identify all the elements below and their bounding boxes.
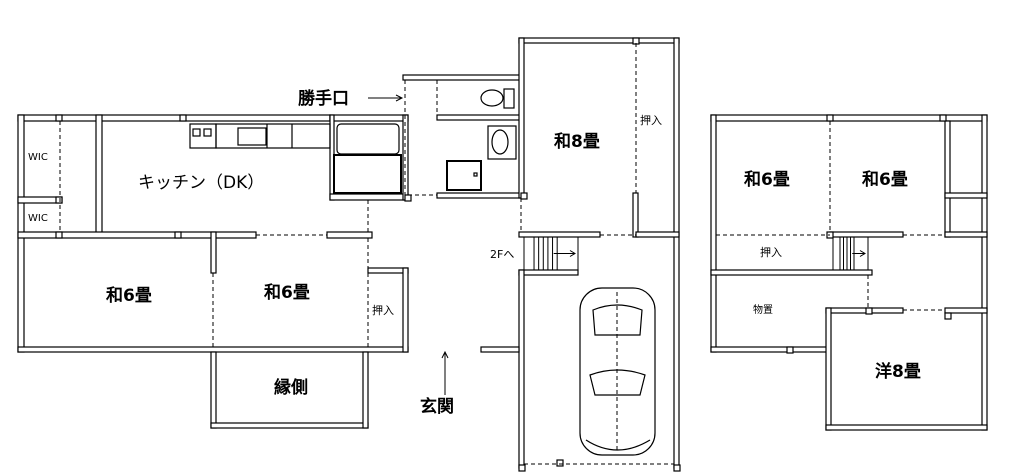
- dashed-openings: [59, 43, 945, 465]
- wall: [825, 424, 988, 431]
- wall: [518, 231, 601, 238]
- 2f-japanese-room-label-a: 和6畳: [744, 170, 790, 190]
- stair-arrow-head: [859, 250, 866, 257]
- back-door-label: 勝手口: [298, 88, 349, 109]
- wall: [210, 422, 369, 429]
- wall-post: [786, 346, 794, 354]
- kitchen-label: キッチン（DK）: [138, 173, 264, 193]
- wall: [673, 37, 680, 469]
- wall: [95, 114, 103, 238]
- washbasin-icon: [487, 125, 517, 160]
- wall: [480, 346, 520, 353]
- wall-post: [55, 231, 63, 239]
- wall: [710, 269, 873, 276]
- wall-post: [865, 307, 873, 315]
- closet-8-label: 押入: [640, 113, 662, 127]
- wall: [210, 351, 217, 429]
- car-icon: [579, 287, 656, 456]
- 2f-japanese-room-label-b: 和6畳: [862, 170, 908, 190]
- wall: [944, 307, 988, 314]
- wic-label-1: WIC: [28, 152, 48, 163]
- wall-post: [174, 231, 182, 239]
- wall: [944, 120, 951, 238]
- washing-machine-icon: [446, 160, 482, 191]
- wall: [632, 192, 639, 238]
- fixtures: [189, 88, 656, 456]
- japanese-room-label-a: 和6畳: [106, 286, 152, 306]
- wall: [518, 269, 579, 276]
- wall: [329, 114, 409, 122]
- closet-label: 押入: [372, 303, 394, 317]
- wall-post: [518, 464, 526, 472]
- stair-outline: [523, 236, 579, 271]
- wall: [710, 346, 831, 353]
- wall: [436, 114, 523, 121]
- wall: [367, 267, 409, 274]
- bath-floor: [333, 154, 402, 194]
- wall: [326, 231, 373, 239]
- stair-arrow-head: [569, 250, 576, 257]
- veranda-label: 縁側: [274, 377, 308, 398]
- wall: [17, 231, 257, 239]
- labels: WIC WIC キッチン（DK） 勝手口 和6畳 和6畳 押入 縁側 玄関 和8…: [28, 88, 921, 417]
- wall: [518, 269, 525, 469]
- bathtub-icon: [336, 123, 400, 155]
- sink-icon: [237, 127, 267, 146]
- entrance-label: 玄関: [420, 396, 454, 417]
- wall-post: [673, 464, 681, 472]
- wall-post: [179, 114, 187, 122]
- japanese-room-label-b: 和6畳: [264, 283, 310, 303]
- wall: [518, 37, 680, 44]
- wall: [402, 74, 523, 81]
- wall-post: [55, 114, 63, 122]
- wall-post: [520, 192, 528, 200]
- wall: [825, 307, 904, 314]
- kitchen-counter: [215, 123, 331, 149]
- wall: [17, 346, 409, 353]
- wall-post: [404, 194, 412, 202]
- stove-icon: [189, 123, 217, 149]
- wall-post: [55, 196, 63, 204]
- wall: [825, 307, 832, 431]
- wall-post: [556, 459, 564, 467]
- arrows: [368, 94, 449, 395]
- wall: [518, 37, 525, 199]
- wall: [402, 267, 409, 353]
- wall-post: [944, 312, 952, 320]
- 2f-closet-label: 押入: [760, 245, 782, 259]
- wall: [944, 192, 988, 199]
- to-2f-label: 2Fへ: [490, 248, 514, 261]
- wall: [829, 231, 904, 238]
- wall-post: [826, 114, 834, 122]
- wall: [981, 114, 988, 431]
- stairs: [523, 236, 869, 271]
- wall: [944, 231, 988, 238]
- wall: [17, 114, 331, 122]
- toilet-icon: [480, 88, 515, 109]
- storage-label: 物置: [753, 303, 773, 316]
- western-room-label: 洋8畳: [875, 361, 921, 382]
- walls: [17, 37, 988, 472]
- wall: [635, 231, 680, 238]
- wall: [210, 231, 217, 274]
- wall: [329, 193, 409, 201]
- wall: [710, 114, 717, 353]
- wall-post: [939, 114, 947, 122]
- wall: [436, 192, 523, 199]
- wall: [362, 351, 369, 429]
- japanese-room-8-label: 和8畳: [554, 132, 600, 152]
- wic-label-2: WIC: [28, 213, 48, 224]
